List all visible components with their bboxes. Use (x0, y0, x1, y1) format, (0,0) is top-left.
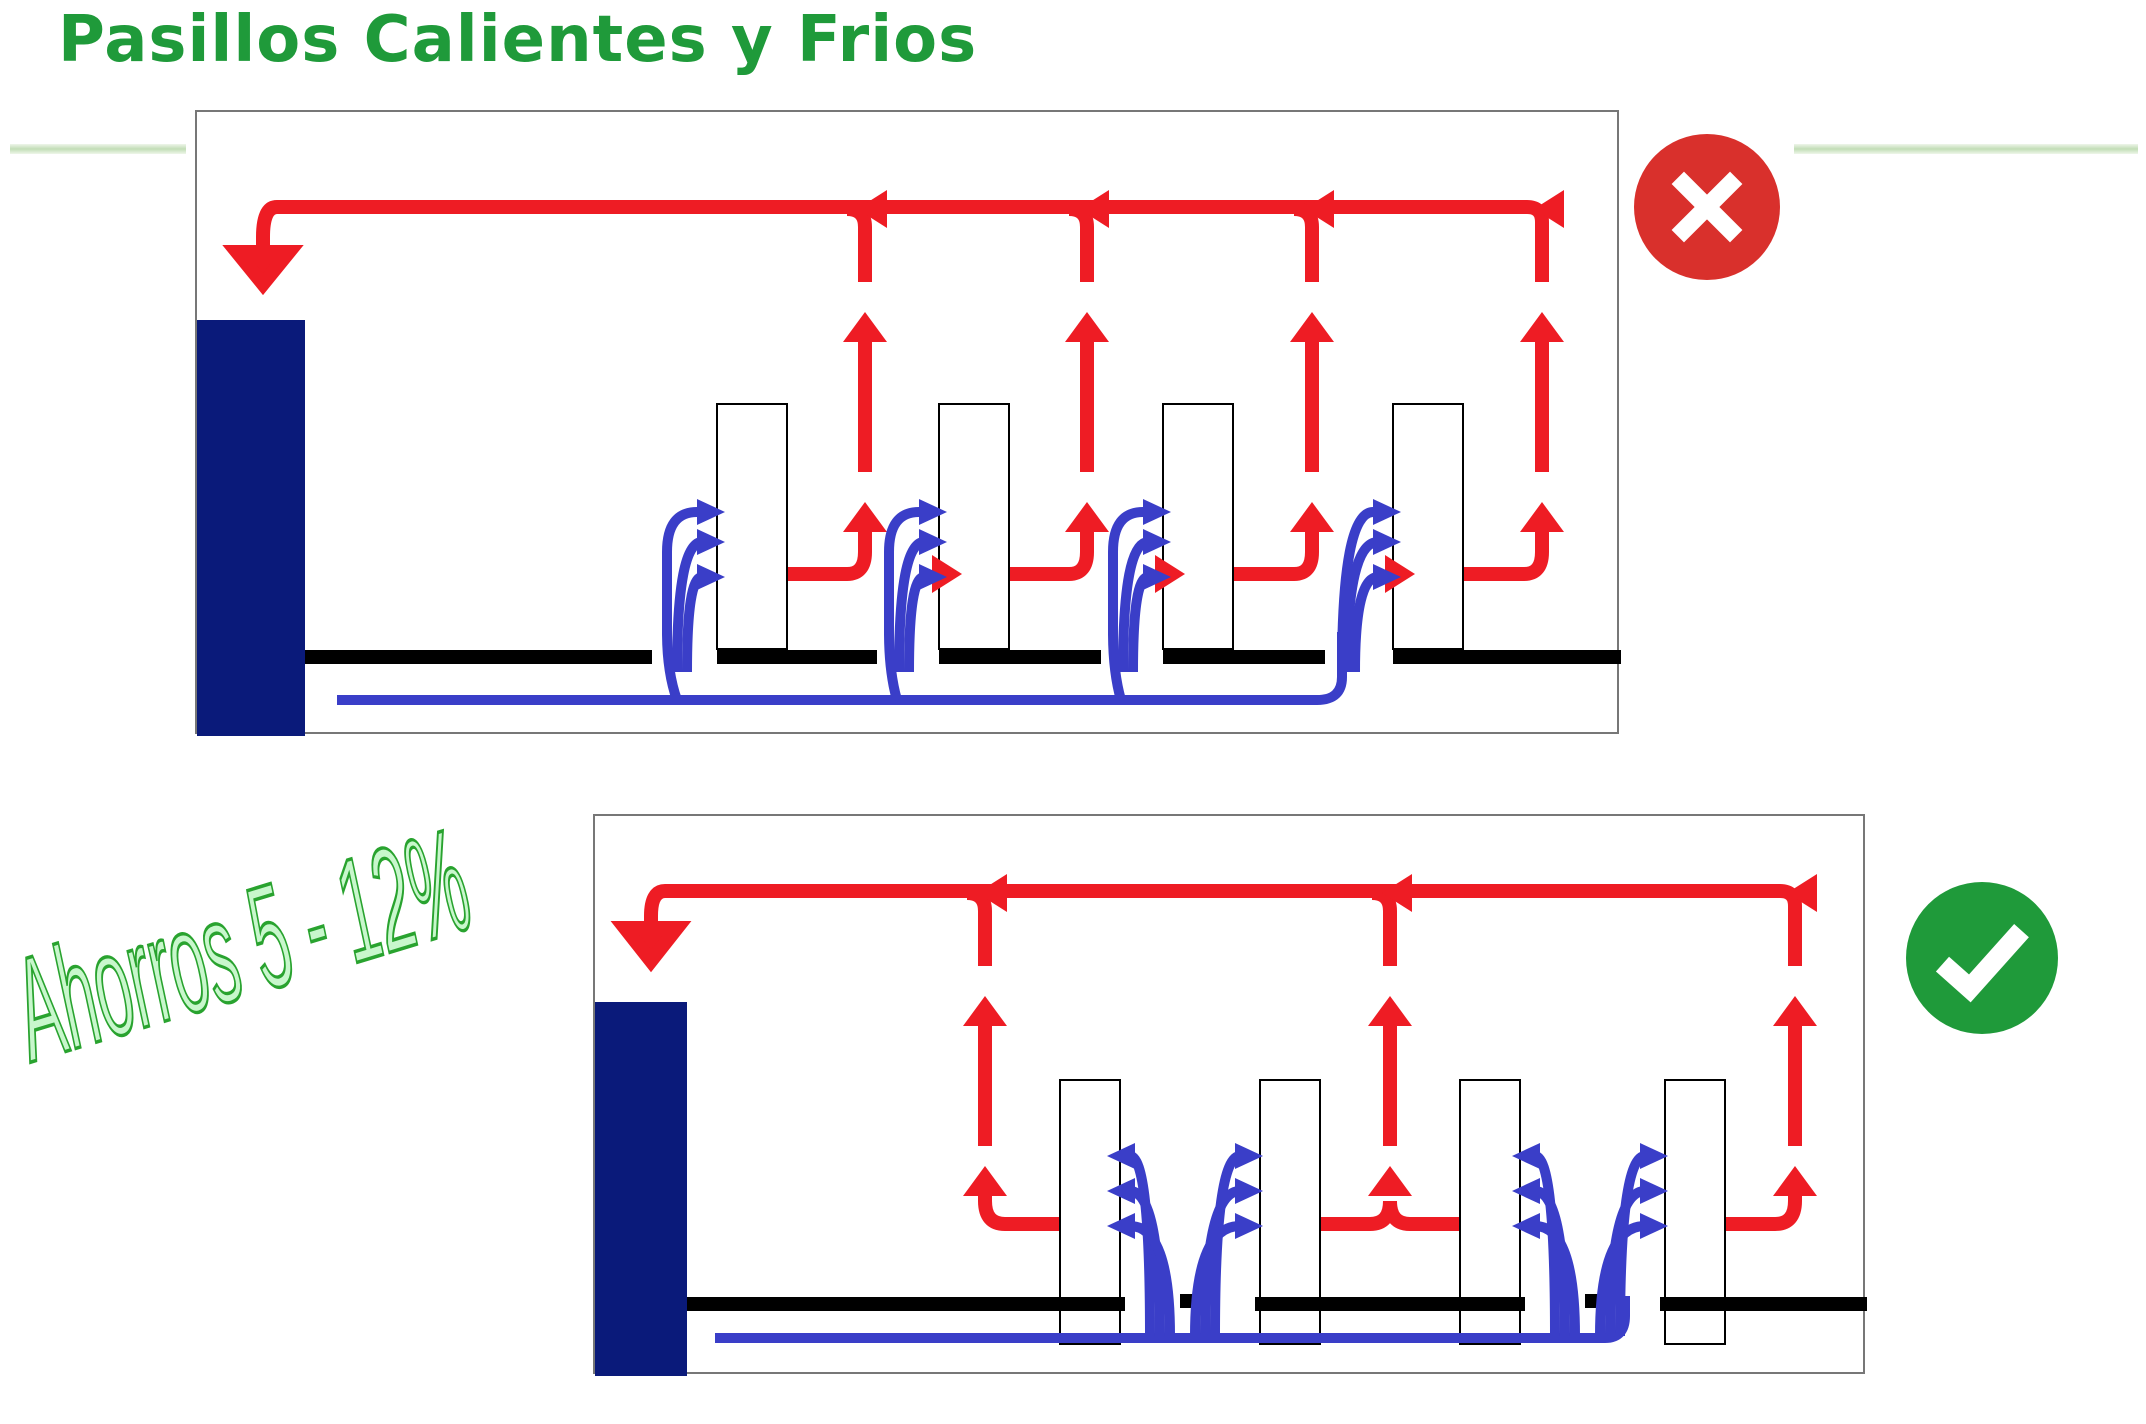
hot-air-branch-1 (966, 886, 992, 966)
rack-1 (716, 403, 788, 650)
correct-layout-svg (595, 874, 1867, 1376)
savings-label: Ahorros 5 - 12% (0, 799, 489, 1093)
hot-air-return-arrowhead (610, 921, 692, 973)
hot-air-branch-2 (1068, 202, 1094, 282)
hot-air-flows (610, 884, 1802, 1231)
cold-air-arrowheads (1107, 1143, 1668, 1239)
hot-air-flows (222, 200, 1549, 581)
hot-air-exhaust-1 (978, 1196, 1060, 1231)
checkmark-icon (1906, 882, 2058, 1034)
crac-unit (595, 1002, 687, 1376)
hot-air-exhaust-3 (1233, 532, 1319, 581)
hot-air-branch-2 (1371, 886, 1397, 966)
hot-air-return-duct (644, 884, 1802, 966)
hot-air-exhaust-23 (1320, 1200, 1460, 1231)
hot-air-exhaust-1 (787, 532, 872, 581)
rack-4 (1392, 403, 1464, 650)
crac-unit (197, 320, 305, 736)
hot-air-exhaust-4 (1463, 532, 1549, 581)
hot-air-branch-1 (846, 202, 872, 282)
x-icon (1634, 134, 1780, 280)
correct-badge (1906, 882, 2058, 1034)
cold-air-supply-plenum (337, 632, 1347, 705)
hot-air-exhaust-4 (1725, 1196, 1802, 1231)
cold-air-flows (715, 1151, 1647, 1343)
checkmark-icon-circle (1906, 882, 2058, 1034)
header-rule-right (1794, 144, 2138, 154)
rack-row (716, 403, 1464, 650)
correct-layout-diagram (593, 814, 1867, 1376)
cold-air-flows (337, 507, 1379, 705)
incorrect-layout-diagram (195, 110, 1621, 736)
perforated-tile-2 (1585, 1294, 1599, 1308)
cold-air-arrowheads (697, 499, 1401, 590)
header-rule-left (10, 144, 186, 154)
slide-title: Pasillos Calientes y Frios (58, 3, 978, 77)
rack-2 (938, 403, 1010, 650)
hot-air-return-arrowhead (222, 245, 304, 296)
hot-air-branch-3 (1293, 202, 1319, 282)
hot-air-return-duct (256, 200, 1549, 282)
hot-air-exhaust-2 (1009, 532, 1094, 581)
incorrect-layout-svg (197, 190, 1621, 736)
rack-3 (1162, 403, 1234, 650)
raised-floor (685, 1294, 1867, 1311)
incorrect-badge (1634, 134, 1780, 280)
hot-air-arrowheads (963, 874, 1817, 1196)
perforated-tile-1 (1180, 1294, 1194, 1308)
hot-air-arrowheads (843, 190, 1564, 593)
